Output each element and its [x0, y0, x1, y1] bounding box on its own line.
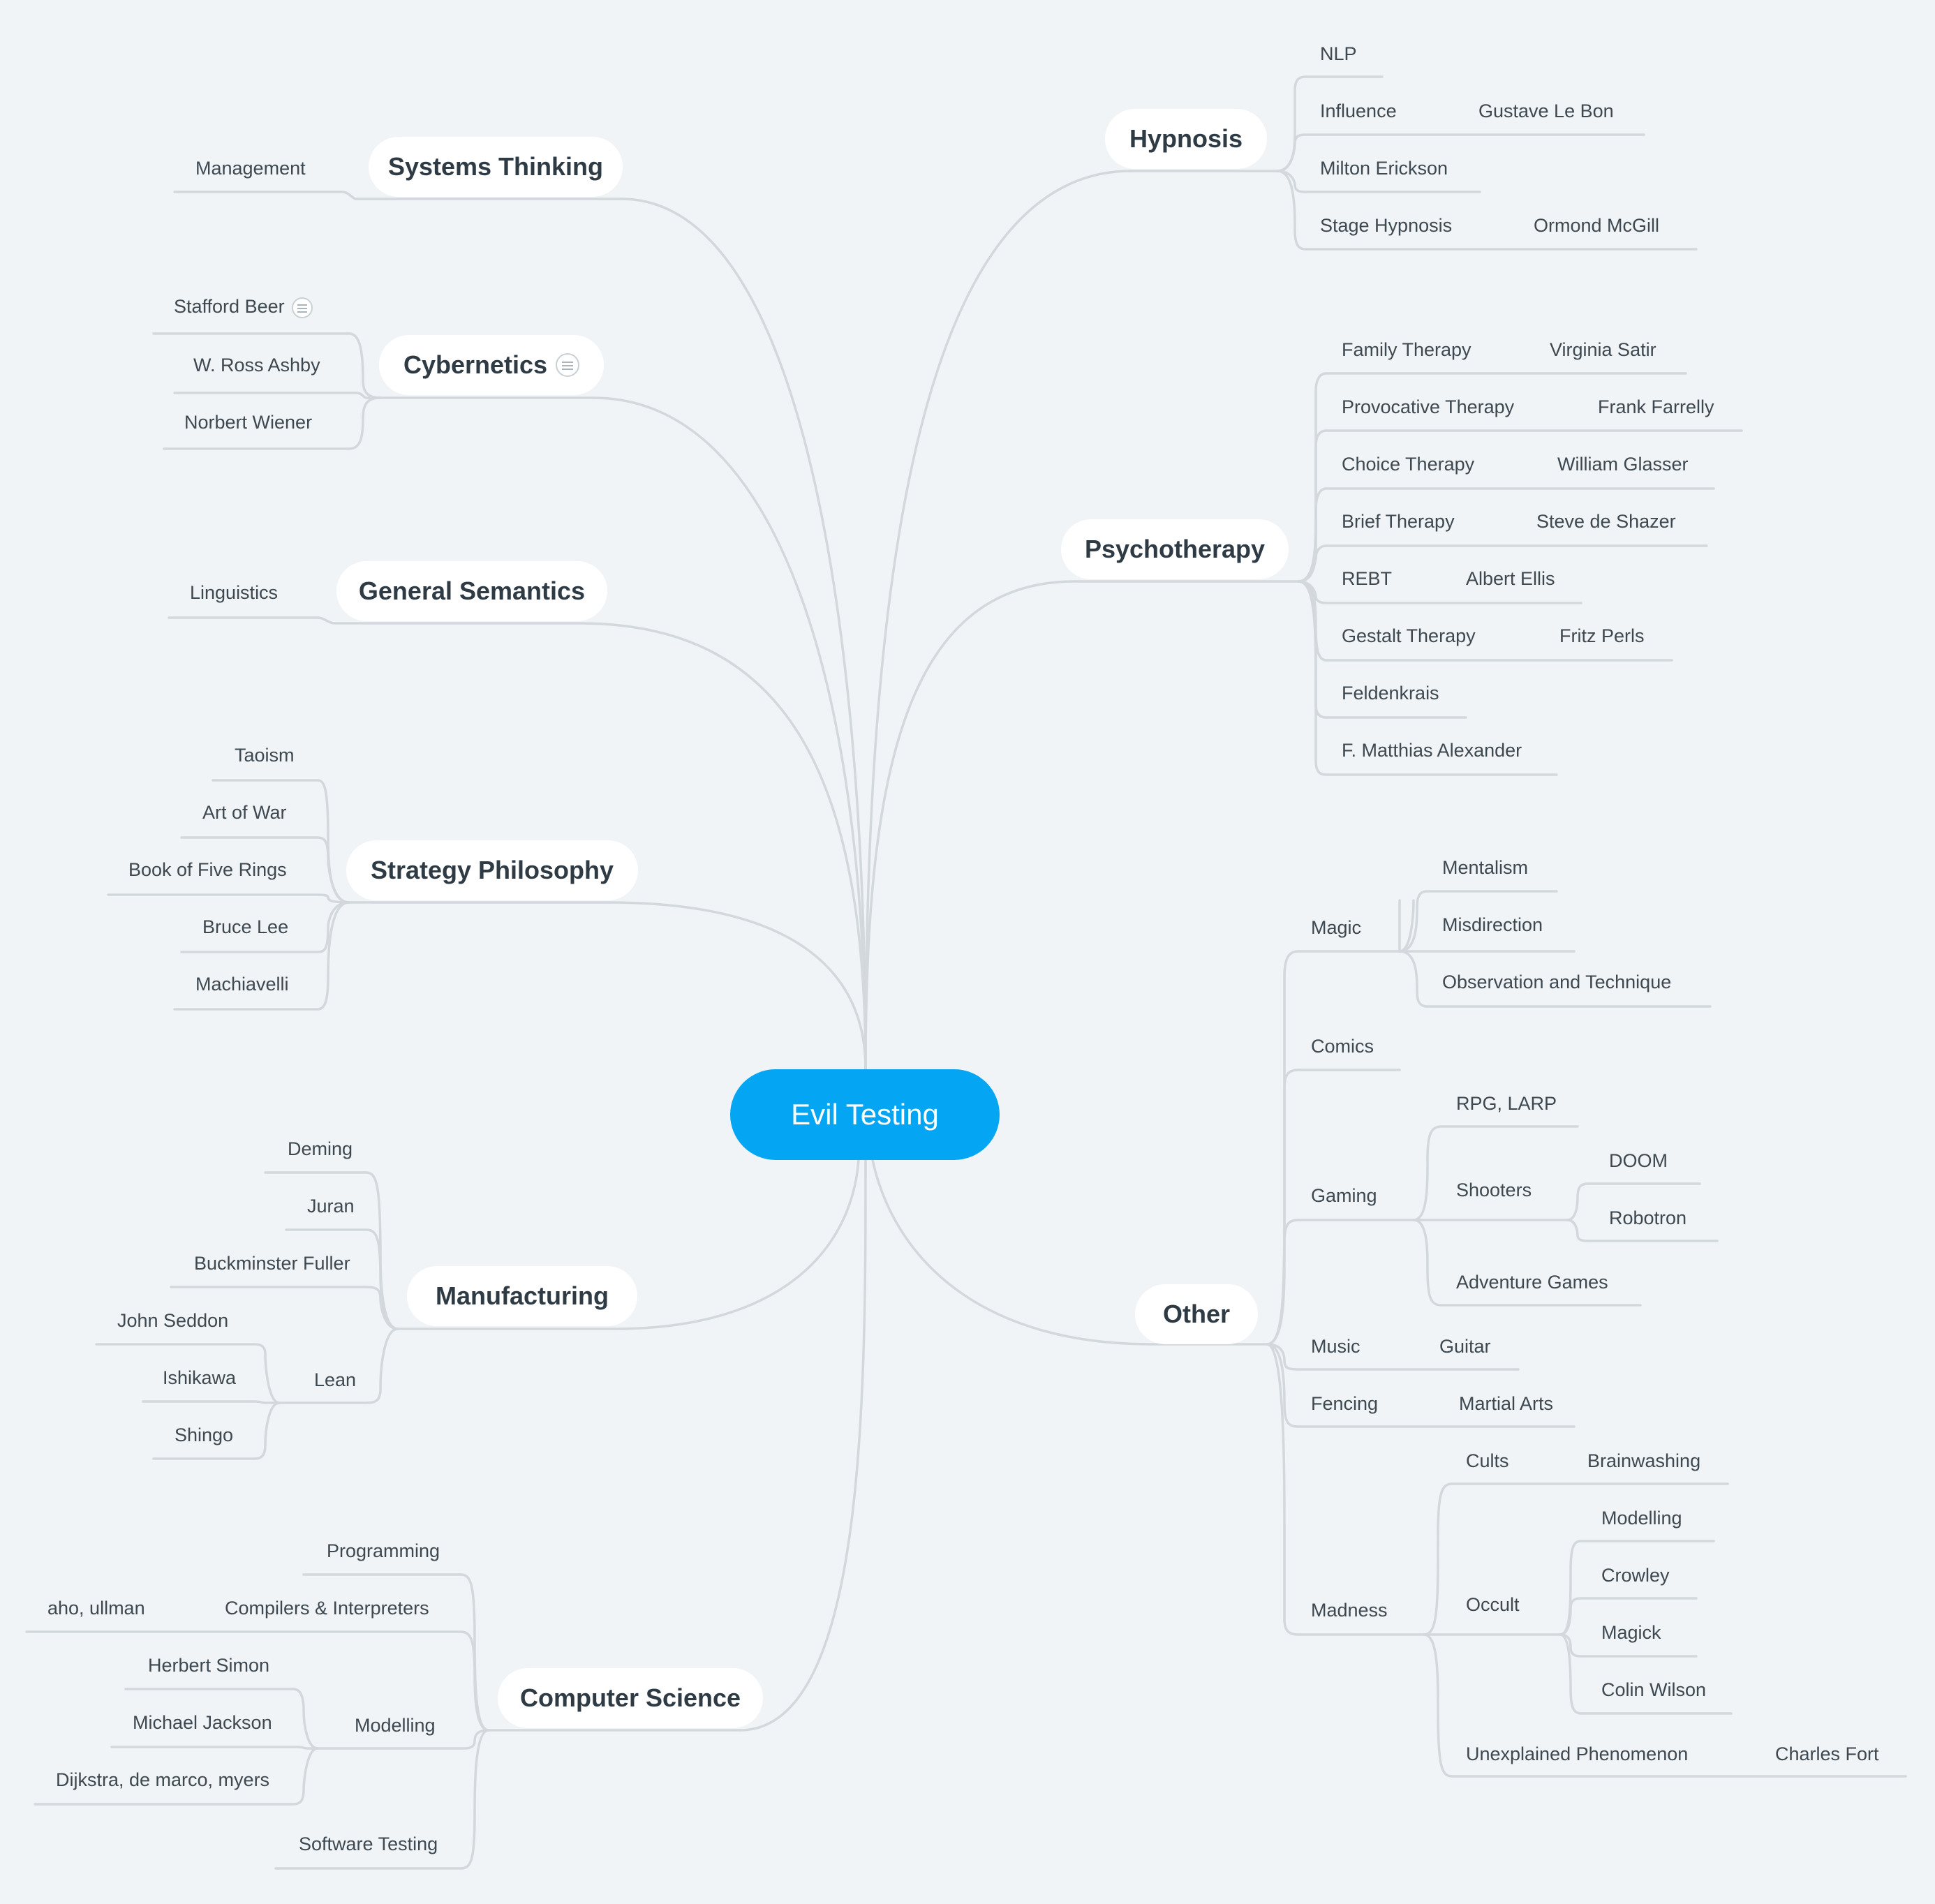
- topic-mentalism[interactable]: Mentalism: [1442, 857, 1529, 878]
- topic-ishikawa[interactable]: Ishikawa: [163, 1367, 237, 1388]
- topic-michael-jackson[interactable]: Michael Jackson: [133, 1712, 272, 1733]
- topic-cults[interactable]: Cults: [1466, 1450, 1509, 1471]
- topic-guitar[interactable]: Guitar: [1439, 1336, 1491, 1357]
- topic-comics[interactable]: Comics: [1311, 1036, 1374, 1057]
- topic-william-glasser[interactable]: William Glasser: [1557, 454, 1689, 475]
- topic-brief-therapy[interactable]: Brief Therapy: [1342, 511, 1455, 532]
- topic-stage-hypnosis[interactable]: Stage Hypnosis: [1320, 215, 1453, 236]
- node-strategy-philosophy-label: Strategy Philosophy: [370, 856, 614, 884]
- topic-herbert-simon[interactable]: Herbert Simon: [148, 1655, 270, 1676]
- node-general-semantics[interactable]: General Semantics: [336, 561, 607, 621]
- node-psychotherapy-label: Psychotherapy: [1084, 535, 1266, 563]
- node-cybernetics-label: Cybernetics: [403, 350, 548, 379]
- topic-taoism[interactable]: Taoism: [235, 745, 295, 766]
- topic-observation-and-technique[interactable]: Observation and Technique: [1442, 972, 1672, 992]
- topic-milton-erickson[interactable]: Milton Erickson: [1320, 158, 1448, 179]
- topic-robotron[interactable]: Robotron: [1609, 1207, 1687, 1228]
- topic-gestalt-therapy[interactable]: Gestalt Therapy: [1342, 625, 1476, 646]
- note-icon[interactable]: [556, 353, 580, 377]
- topic-albert-ellis[interactable]: Albert Ellis: [1466, 568, 1555, 589]
- node-cybernetics[interactable]: Cybernetics: [379, 335, 604, 395]
- node-manufacturing-label: Manufacturing: [436, 1281, 609, 1310]
- topic-colin-wilson[interactable]: Colin Wilson: [1601, 1679, 1707, 1700]
- topic-family-therapy[interactable]: Family Therapy: [1342, 339, 1471, 360]
- topic-fencing[interactable]: Fencing: [1311, 1393, 1379, 1414]
- topic-doom[interactable]: DOOM: [1609, 1150, 1668, 1171]
- topic-linguistics[interactable]: Linguistics: [190, 582, 279, 603]
- topic-frank-farrelly[interactable]: Frank Farrelly: [1598, 396, 1714, 417]
- topic-martial-arts[interactable]: Martial Arts: [1459, 1393, 1554, 1414]
- topic-john-seddon[interactable]: John Seddon: [117, 1310, 229, 1331]
- topic-misdirection[interactable]: Misdirection: [1442, 914, 1543, 935]
- topic-compilers-interpreters[interactable]: Compilers & Interpreters: [225, 1598, 429, 1619]
- topic-choice-therapy[interactable]: Choice Therapy: [1342, 454, 1475, 475]
- node-general-semantics-label: General Semantics: [358, 577, 586, 605]
- topic-madness[interactable]: Madness: [1311, 1600, 1388, 1621]
- node-systems-thinking[interactable]: Systems Thinking: [369, 137, 623, 197]
- topic-crowley[interactable]: Crowley: [1601, 1565, 1670, 1586]
- topic-buckminster-fuller[interactable]: Buckminster Fuller: [194, 1253, 350, 1274]
- node-strategy-philosophy[interactable]: Strategy Philosophy: [346, 840, 638, 900]
- topic-dijkstra-de-marco-myers[interactable]: Dijkstra, de marco, myers: [56, 1769, 270, 1790]
- node-hypnosis[interactable]: Hypnosis: [1105, 109, 1267, 169]
- topic-magic[interactable]: Magic: [1311, 917, 1362, 938]
- topic-feldenkrais[interactable]: Feldenkrais: [1342, 683, 1439, 704]
- topic-programming[interactable]: Programming: [327, 1540, 440, 1561]
- topic-nlp[interactable]: NLP: [1320, 43, 1357, 64]
- topic-stafford-beer-label: Stafford Beer: [174, 296, 285, 318]
- node-manufacturing[interactable]: Manufacturing: [407, 1266, 637, 1326]
- node-computer-science[interactable]: Computer Science: [498, 1668, 763, 1728]
- node-psychotherapy[interactable]: Psychotherapy: [1061, 519, 1289, 579]
- topic-bruce-lee[interactable]: Bruce Lee: [202, 916, 289, 937]
- topic-aho-ullman[interactable]: aho, ullman: [47, 1598, 145, 1619]
- topic-norbert-wiener[interactable]: Norbert Wiener: [184, 412, 313, 433]
- topic-juran[interactable]: Juran: [307, 1196, 355, 1217]
- node-other[interactable]: Other: [1135, 1284, 1258, 1344]
- topic-brainwashing[interactable]: Brainwashing: [1587, 1450, 1701, 1471]
- topic-machiavelli[interactable]: Machiavelli: [195, 974, 289, 995]
- root-node[interactable]: Evil Testing: [730, 1069, 1000, 1160]
- topic-rpg-larp[interactable]: RPG, LARP: [1456, 1093, 1557, 1114]
- node-hypnosis-label: Hypnosis: [1129, 124, 1243, 153]
- topic-modelling-occult[interactable]: Modelling: [1601, 1508, 1682, 1529]
- topic-modelling[interactable]: Modelling: [355, 1715, 436, 1736]
- topic-software-testing[interactable]: Software Testing: [299, 1834, 438, 1854]
- topic-deming[interactable]: Deming: [288, 1138, 353, 1159]
- topic-adventure-games[interactable]: Adventure Games: [1456, 1272, 1608, 1293]
- node-systems-thinking-label: Systems Thinking: [387, 152, 604, 181]
- topic-virginia-satir[interactable]: Virginia Satir: [1550, 339, 1656, 360]
- topic-management[interactable]: Management: [195, 158, 306, 179]
- topic-gustave-le-bon[interactable]: Gustave Le Bon: [1478, 101, 1614, 121]
- topic-unexplained-phenomenon[interactable]: Unexplained Phenomenon: [1466, 1743, 1689, 1764]
- topic-music[interactable]: Music: [1311, 1336, 1361, 1357]
- topic-provocative-therapy[interactable]: Provocative Therapy: [1342, 396, 1515, 417]
- topic-w-ross-ashby[interactable]: W. Ross Ashby: [193, 355, 320, 375]
- topic-charles-fort[interactable]: Charles Fort: [1775, 1743, 1879, 1764]
- topic-shooters[interactable]: Shooters: [1456, 1180, 1532, 1200]
- topic-occult[interactable]: Occult: [1466, 1594, 1520, 1615]
- topic-f-matthias-alexander[interactable]: F. Matthias Alexander: [1342, 740, 1522, 761]
- root-label: Evil Testing: [791, 1098, 939, 1131]
- note-icon[interactable]: [291, 297, 313, 318]
- topic-rebt[interactable]: REBT: [1342, 568, 1393, 589]
- topic-influence[interactable]: Influence: [1320, 101, 1397, 121]
- topic-art-of-war[interactable]: Art of War: [202, 802, 287, 823]
- topic-book-of-five-rings[interactable]: Book of Five Rings: [128, 859, 287, 880]
- node-computer-science-label: Computer Science: [519, 1683, 741, 1712]
- topic-stafford-beer[interactable]: Stafford Beer: [174, 297, 313, 318]
- topic-steve-de-shazer[interactable]: Steve de Shazer: [1536, 511, 1676, 532]
- topic-fritz-perls[interactable]: Fritz Perls: [1559, 625, 1645, 646]
- topic-ormond-mcgill[interactable]: Ormond McGill: [1534, 215, 1660, 236]
- topic-lean[interactable]: Lean: [314, 1369, 357, 1390]
- topic-gaming[interactable]: Gaming: [1311, 1185, 1377, 1206]
- node-other-label: Other: [1162, 1300, 1230, 1328]
- topic-magick[interactable]: Magick: [1601, 1622, 1661, 1643]
- topic-shingo[interactable]: Shingo: [175, 1425, 234, 1445]
